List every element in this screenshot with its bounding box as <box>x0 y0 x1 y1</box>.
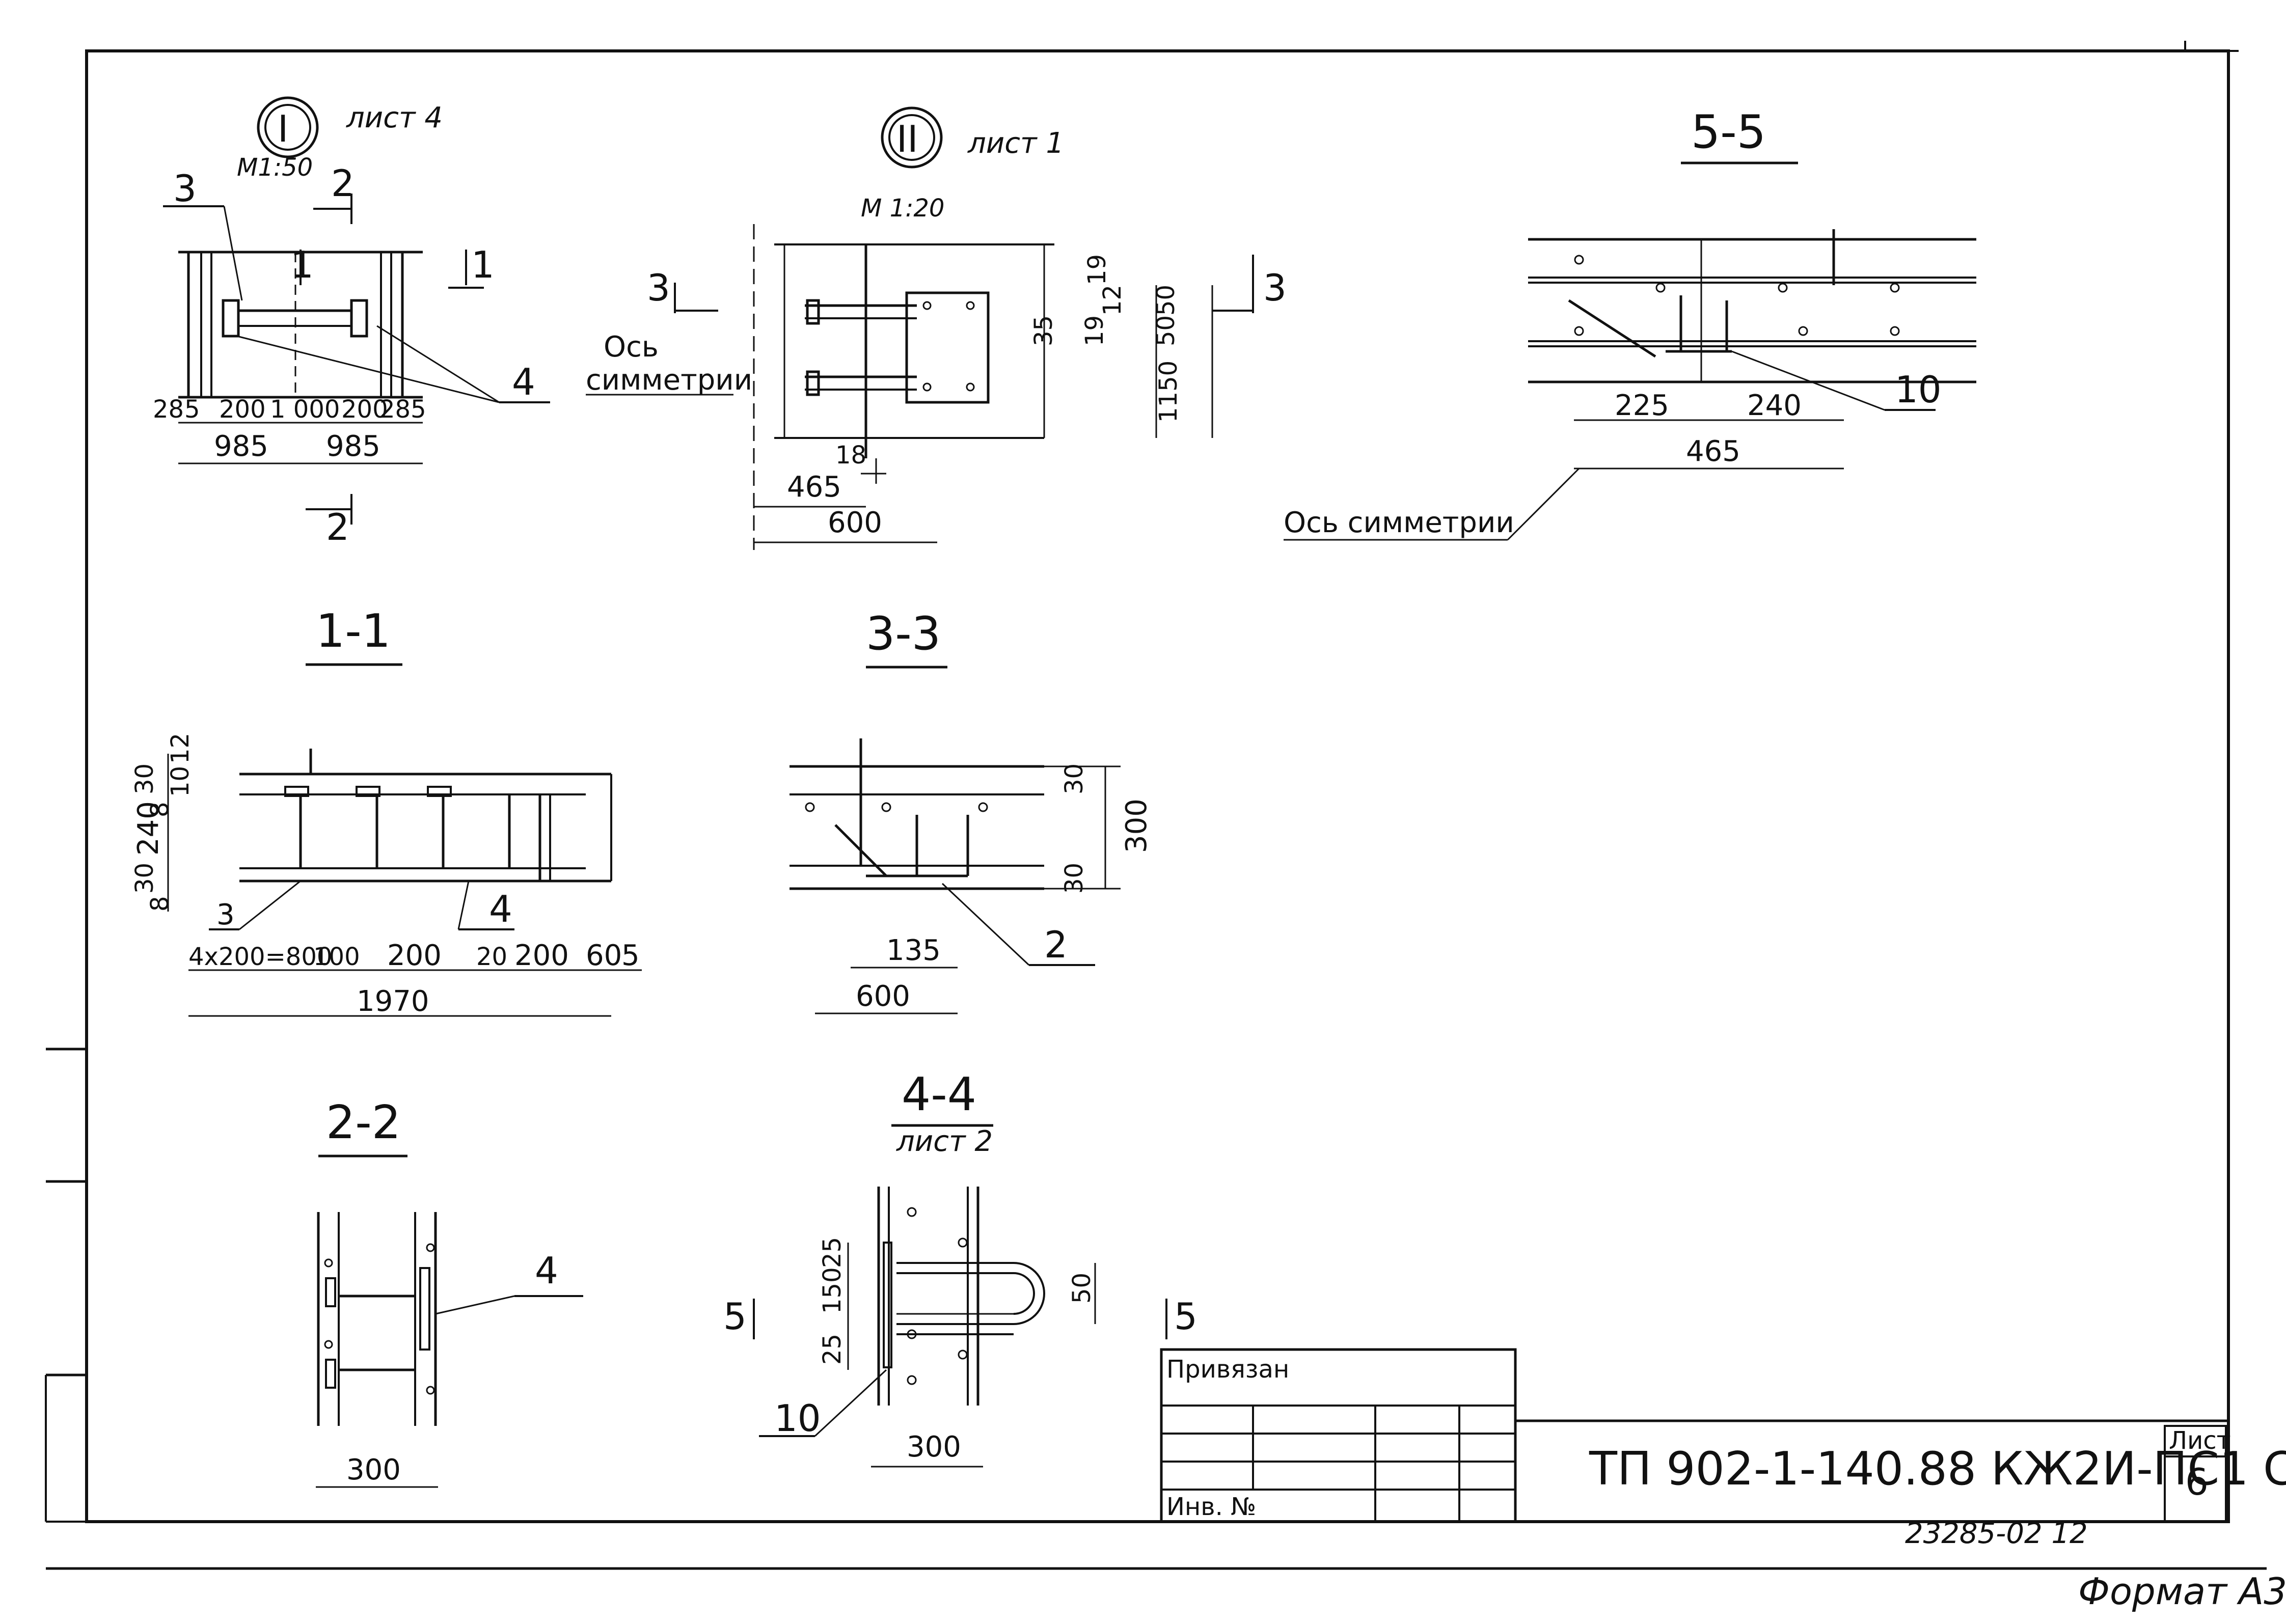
node-2-dim-465: 465 <box>787 471 841 504</box>
title-block: Привязан Инв. № ТП 902-1-140.88 КЖ2И-ПС1… <box>1160 1348 2286 1523</box>
section-1-1-title: 1-1 <box>316 604 391 658</box>
node-2-axis-label-2: симметрии <box>586 364 752 397</box>
node-2-view: II лист 1 М 1:20 3 3 Ось симметрии 18 <box>586 106 1287 550</box>
node-1-dim-e: 200 <box>341 395 388 424</box>
section-5-5-title: 5-5 <box>1691 105 1766 159</box>
title-block-sheet-label: Лист <box>2169 1426 2231 1455</box>
node-2-sheet-ref: лист 1 <box>967 127 1064 160</box>
footer-format: Формат А3 <box>2078 1570 2286 1613</box>
node-1-sheet-ref: лист 4 <box>346 101 443 134</box>
node-2-scale: М 1:20 <box>861 194 944 223</box>
section-5-5-dim-225: 225 <box>1615 389 1669 422</box>
section-1-1-dim-60: 60 <box>586 939 622 972</box>
section-1-1: 1-1 12 30 10 8 240 30 8 3 4 4x200=800 10… <box>130 604 642 1018</box>
section-1-1-dim-12: 12 <box>166 733 195 764</box>
node-2-label-3-right: 3 <box>1263 266 1287 309</box>
section-1-1-dim-4x200: 4x200=800 <box>188 943 332 971</box>
section-2-2-title: 2-2 <box>326 1096 401 1149</box>
section-1-1-dim-30b: 30 <box>130 863 159 894</box>
node-1-dim-h: 985 <box>326 430 380 463</box>
node-1-dim-d: 1 000 <box>270 395 340 424</box>
node-2-dim-19a: 19 <box>1083 254 1111 285</box>
section-4-4-dim-150: 150 <box>818 1267 847 1314</box>
section-5-5-axis-label: Ось симметрии <box>1284 506 1514 539</box>
node-1-label-1-b: 1 <box>471 243 495 286</box>
section-3-3: 3-3 30 300 30 2 135 600 <box>790 607 1153 1014</box>
section-1-1-dim-100: 100 <box>313 943 360 971</box>
section-3-3-dim-30b: 30 <box>1060 863 1088 894</box>
node-1-view: I лист 4 М1:50 3 2 1 1 4 28 5 <box>153 96 550 548</box>
section-1-1-dim-8b: 8 <box>146 896 174 912</box>
node-1-dim-c: 200 <box>219 395 266 424</box>
node-1-dim-f: 285 <box>379 395 426 424</box>
section-1-1-callout-4: 4 <box>489 888 512 930</box>
section-4-4-dim-25b: 25 <box>818 1334 847 1365</box>
node-1-label-1-a: 1 <box>290 243 314 286</box>
section-4-4-callout-10: 10 <box>774 1397 821 1440</box>
section-5-5-callout-10: 10 <box>1895 368 1942 411</box>
node-2-mark: II <box>896 118 918 160</box>
title-block-bound-label: Привязан <box>1166 1355 1289 1384</box>
title-block-inv-label: Инв. № <box>1166 1493 1256 1521</box>
node-2-axis-label-1: Ось <box>604 331 659 364</box>
node-1-label-4: 4 <box>512 361 535 403</box>
section-1-1-total: 1970 <box>357 985 429 1018</box>
section-1-1-callout-3: 3 <box>216 898 235 931</box>
section-1-1-dim-10: 10 <box>166 766 195 797</box>
node-2-dim-35: 35 <box>1029 315 1058 346</box>
section-1-1-dim-8a: 8 <box>146 802 174 817</box>
section-4-4-cut-5-right: 5 <box>1174 1295 1198 1338</box>
section-2-2-callout-4: 4 <box>535 1249 558 1292</box>
section-5-5-dim-240: 240 <box>1747 389 1802 422</box>
node-2-dim-50a: 50 <box>1152 285 1180 316</box>
section-1-1-dim-200b: 200 <box>514 939 569 972</box>
section-4-4-dim-300: 300 <box>907 1430 961 1464</box>
node-1-dim-b: 5 <box>184 395 200 424</box>
node-2-dim-600: 600 <box>828 506 882 539</box>
section-1-1-dim-5: 5 <box>621 939 640 972</box>
section-3-3-dim-300: 300 <box>1120 799 1153 853</box>
title-block-designation: ТП 902-1-140.88 КЖ2И-ПС1 СБ <box>1589 1442 2286 1496</box>
section-3-3-dim-600: 600 <box>856 980 910 1013</box>
node-2-dim-18: 18 <box>835 441 866 470</box>
title-block-sheet-number: 6 <box>2185 1461 2209 1503</box>
node-1-dim-g: 985 <box>214 430 268 463</box>
footer-code: 23285-02 12 <box>1905 1517 2088 1550</box>
node-2-dim-50b: 50 <box>1152 315 1180 346</box>
section-3-3-callout-2: 2 <box>1044 923 1068 966</box>
node-2-label-3-left: 3 <box>647 266 670 309</box>
node-1-dim-a: 28 <box>153 395 184 424</box>
node-1-label-2-bottom: 2 <box>326 506 349 548</box>
section-3-3-dim-135: 135 <box>886 934 941 967</box>
section-4-4-cut-5-left: 5 <box>723 1295 747 1338</box>
section-2-2: 2-2 4 300 <box>316 1096 583 1488</box>
sheet-frame <box>45 41 2267 1570</box>
node-1-mark: I <box>278 107 288 150</box>
section-2-2-dim-300: 300 <box>346 1453 401 1487</box>
section-4-4-title: 4-4 <box>902 1068 976 1121</box>
section-4-4-dim-25a: 25 <box>818 1237 847 1268</box>
footer: 23285-02 12 Формат А3 <box>1905 1517 2286 1613</box>
section-3-3-dim-30a: 30 <box>1060 763 1088 794</box>
section-1-1-dim-200a: 200 <box>387 939 442 972</box>
node-2-dim-12: 12 <box>1098 285 1127 316</box>
section-1-1-dim-240: 240 <box>132 801 165 856</box>
section-1-1-dim-30a: 30 <box>130 763 159 794</box>
section-4-4-sheet-ref: лист 2 <box>896 1125 993 1158</box>
section-1-1-dim-20: 20 <box>476 943 507 971</box>
node-1-scale: М1:50 <box>237 153 313 182</box>
section-4-4: 4-4 лист 2 25 150 25 50 5 5 10 300 <box>723 1068 1198 1468</box>
node-2-dim-19b: 19 <box>1080 315 1109 346</box>
node-1-label-3: 3 <box>173 167 197 210</box>
section-5-5-dim-465: 465 <box>1686 435 1740 468</box>
section-5-5: 5-5 10 225 240 465 Ось симметрии <box>1284 105 1976 541</box>
section-4-4-dim-50: 50 <box>1068 1273 1096 1304</box>
node-2-dim-1150: 1150 <box>1154 361 1183 423</box>
section-3-3-title: 3-3 <box>866 607 941 660</box>
